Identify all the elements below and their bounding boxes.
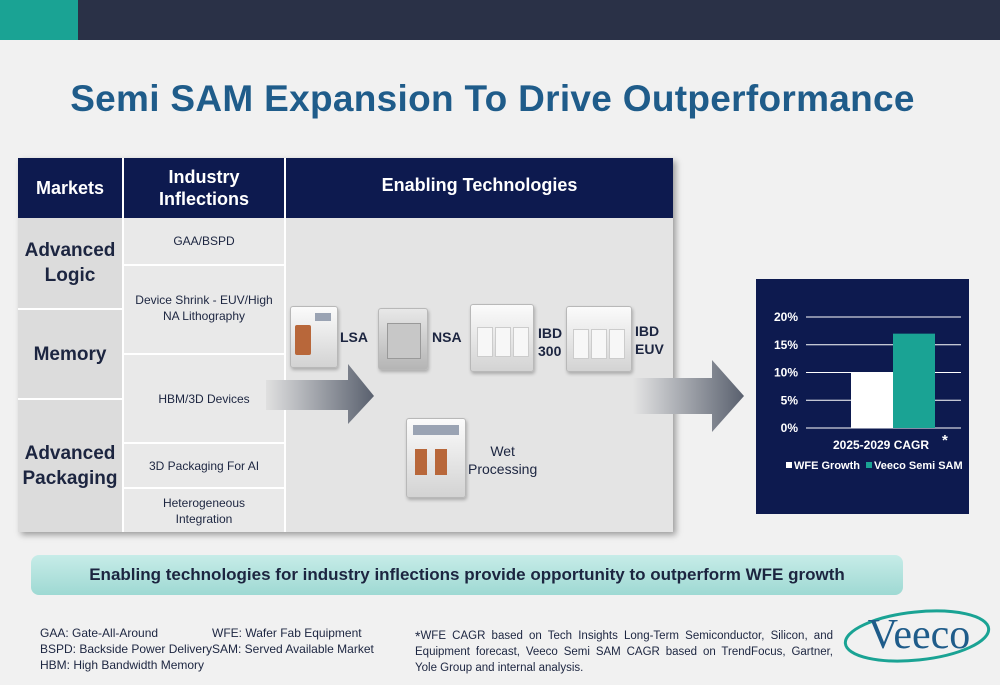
inflection-device-shrink: Device Shrink - EUV/High NA Lithography [135, 293, 273, 323]
tech-label-ibd-300-line2: 300 [538, 343, 562, 359]
row-divider [124, 442, 284, 444]
footnote-marker: * [415, 628, 421, 644]
abbreviations-column-1: GAA: Gate-All-Around BSPD: Backside Powe… [40, 625, 212, 673]
header-markets: Markets [18, 158, 122, 218]
header-industry-inflections: Industry Inflections [124, 158, 284, 218]
page-title: Semi SAM Expansion To Drive Outperforman… [70, 78, 915, 119]
cagr-bar-chart: 20% 15% 10% 5% 0% 2025-2029 CAGR * WFE Growth Ve… [774, 310, 963, 472]
inflection-3d-packaging: 3D Packaging For AI [148, 458, 260, 473]
chart-y-tick-label: 5% [781, 393, 799, 407]
chart-y-tick-label: 20% [774, 310, 798, 324]
abbr-hbm: HBM: High Bandwidth Memory [40, 658, 205, 672]
row-divider [18, 308, 122, 310]
outperform-arrow-icon [632, 360, 744, 432]
chart-y-tick-label: 10% [774, 366, 798, 380]
tech-label-ibd-euv: IBD EUV [635, 322, 664, 358]
inflection-gaa-bspd: GAA/BSPD [173, 234, 235, 248]
abbreviations-column-2: WFE: Wafer Fab Equipment SAM: Served Ava… [212, 625, 374, 657]
tech-label-ibd-euv-line1: IBD [635, 323, 660, 339]
header-accent-bar [0, 0, 78, 40]
tech-label-wet-line2: Processing [468, 461, 538, 477]
footnote-text: WFE CAGR based on Tech Insights Long-Ter… [415, 630, 833, 674]
chart-legend-swatch [866, 462, 872, 468]
chart-y-tick-label: 15% [774, 338, 798, 352]
tech-label-lsa: LSA [340, 329, 368, 345]
lsa-tool-image [290, 306, 338, 368]
tech-label-ibd-300: IBD 300 [538, 324, 562, 360]
inflection-hbm-3d: HBM/3D Devices [158, 391, 250, 406]
row-divider [124, 487, 284, 489]
market-advanced-logic: Advanced Logic [24, 240, 116, 286]
chart-y-tick-label: 0% [781, 421, 799, 435]
chart-bar-veeco-semi-sam [893, 333, 935, 428]
flow-arrow-icon [266, 364, 374, 424]
tech-label-wet-processing: Wet Processing [468, 442, 537, 478]
cagr-chart: 20% 15% 10% 5% 0% 2025-2029 CAGR * WFE Growth Ve… [756, 279, 969, 514]
market-advanced-packaging: Advanced Packaging [22, 443, 118, 489]
row-divider [18, 398, 122, 400]
abbr-gaa: GAA: Gate-All-Around [40, 626, 159, 640]
inflection-heterogeneous-integration: Heterogeneous Integration [162, 495, 246, 526]
header-enabling-technologies: Enabling Technologies [286, 158, 673, 218]
abbr-sam: SAM: Served Available Market [212, 642, 374, 656]
veeco-logo-text: Veeco [868, 612, 971, 658]
markets-table: Markets Industry Inflections Enabling Te… [18, 158, 673, 532]
inflections-column-bg [124, 218, 284, 532]
wet-processing-tool-image [406, 418, 466, 498]
ibd-300-tool-image [470, 304, 534, 372]
tech-label-ibd-300-line1: IBD [538, 325, 563, 341]
column-divider [284, 158, 286, 532]
tech-label-wet-line1: Wet [490, 443, 515, 459]
veeco-logo: Veeco [843, 609, 991, 663]
tech-label-ibd-euv-line2: EUV [635, 341, 664, 357]
markets-column-bg [18, 218, 122, 532]
abbr-wfe: WFE: Wafer Fab Equipment [212, 626, 362, 640]
footnote: *WFE CAGR based on Tech Insights Long-Te… [415, 628, 833, 676]
row-divider [124, 353, 284, 355]
chart-legend-label: Veeco Semi SAM [874, 460, 963, 472]
abbr-bspd: BSPD: Backside Power Delivery [40, 642, 213, 656]
row-divider [124, 264, 284, 266]
chart-category-marker: * [942, 432, 948, 449]
chart-legend-label: WFE Growth [794, 460, 860, 472]
header-bar [78, 0, 1000, 40]
tech-label-nsa: NSA [432, 329, 462, 345]
chart-category-label: 2025-2029 CAGR [833, 438, 929, 452]
ibd-euv-tool-image [566, 306, 632, 372]
nsa-tool-image [378, 308, 428, 370]
chart-bar-wfe-growth [851, 372, 893, 428]
market-memory: Memory [33, 343, 107, 365]
key-message-banner: Enabling technologies for industry infle… [31, 555, 903, 595]
chart-legend-swatch [786, 462, 792, 468]
column-divider [122, 158, 124, 532]
